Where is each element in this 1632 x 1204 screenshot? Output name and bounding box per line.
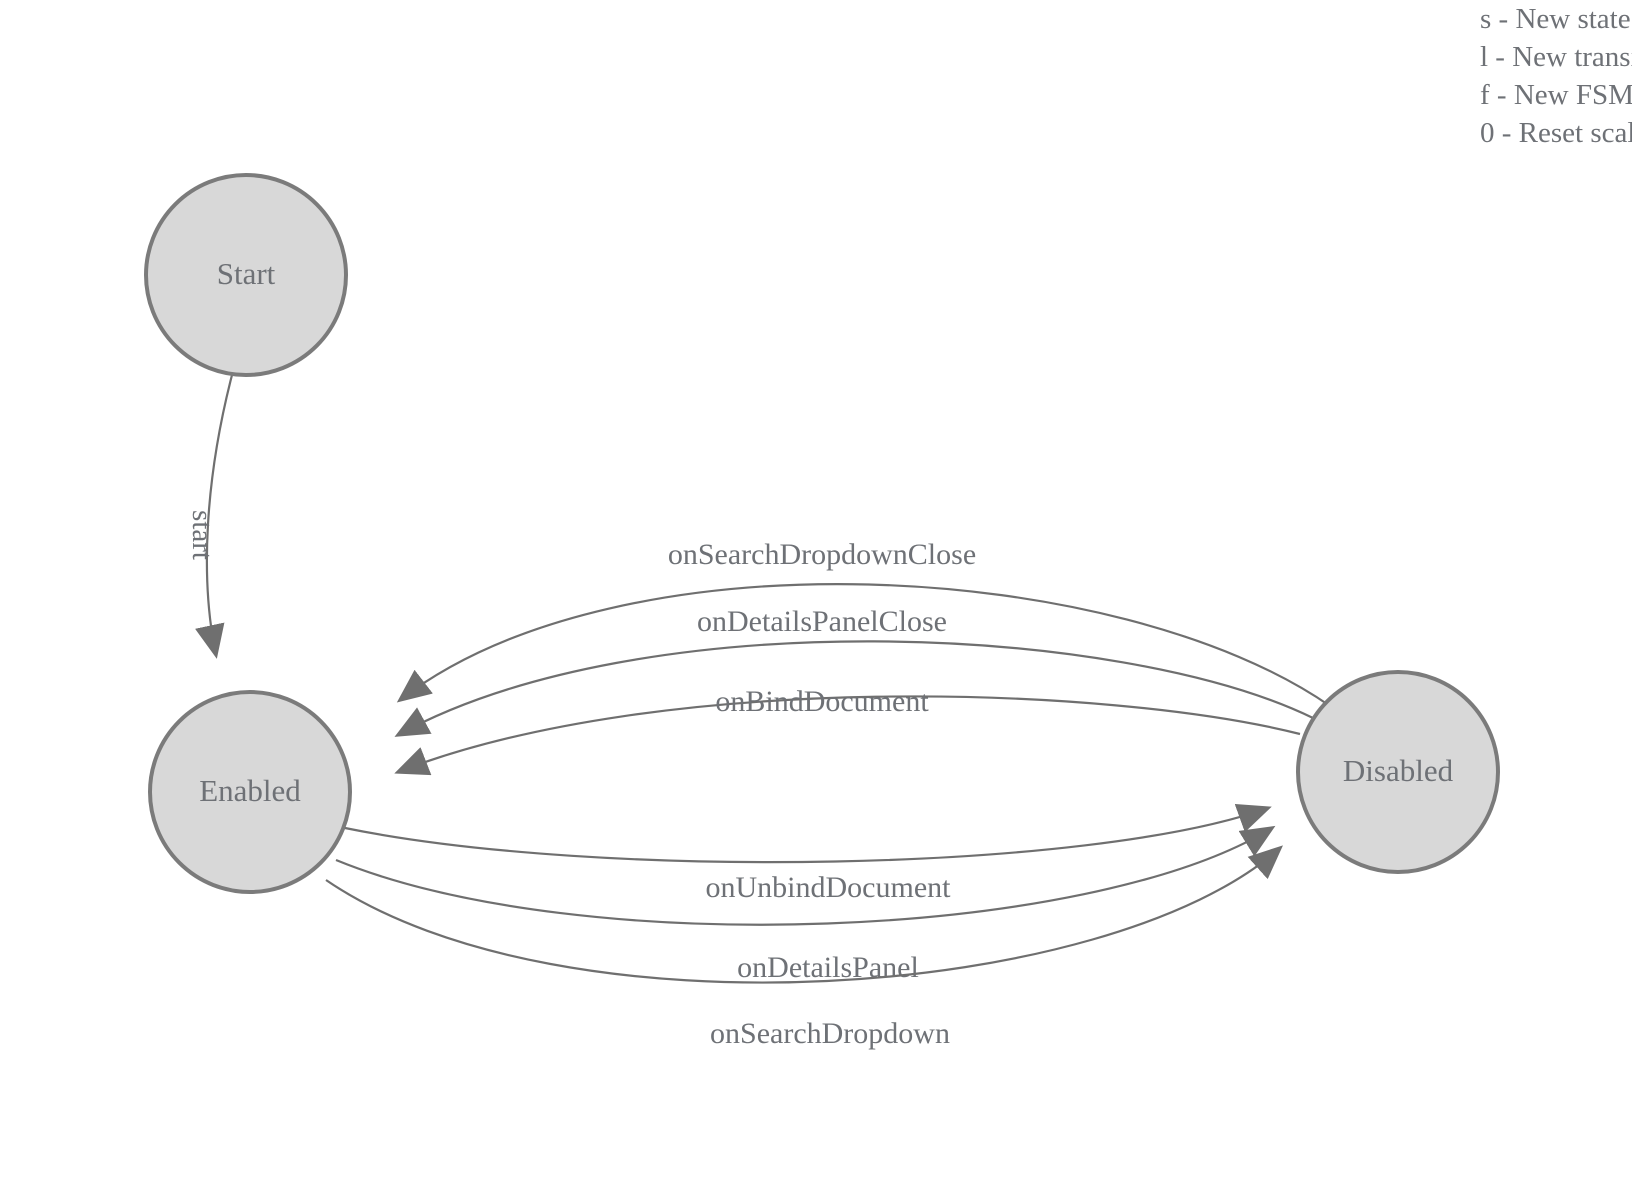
edge-on-details-panel[interactable]: onDetailsPanel [335,825,1276,984]
edge-on-details-panel-close-path [394,640,1314,737]
edge-on-details-panel-label: onDetailsPanel [737,951,919,984]
edge-start[interactable]: start [186,374,234,659]
state-node-enabled[interactable]: Enabled [148,690,352,894]
edge-on-search-dropdown-close-path [396,583,1331,707]
edge-on-details-panel-close[interactable]: onDetailsPanelClose [394,605,1314,737]
edge-on-unbind-document-path [344,804,1272,864]
state-node-enabled-label: Enabled [199,773,301,808]
edge-on-search-dropdown-close-label: onSearchDropdownClose [668,538,976,571]
edge-on-bind-document[interactable]: onBindDocument [394,685,1301,776]
edge-on-bind-document-label: onBindDocument [715,685,929,718]
edge-start-label: start [186,510,218,560]
edge-on-unbind-document[interactable]: onUnbindDocument [344,804,1272,904]
edge-on-bind-document-path [394,695,1301,776]
state-node-disabled[interactable]: Disabled [1296,670,1500,874]
edge-on-details-panel-close-label: onDetailsPanelClose [697,605,947,638]
edge-on-search-dropdown-label: onSearchDropdown [710,1017,950,1050]
state-node-start-circle[interactable] [144,173,348,377]
resize-corner-handle[interactable] [1602,1174,1632,1204]
edge-on-details-panel-path [335,825,1276,926]
edge-on-search-dropdown[interactable]: onSearchDropdown [325,845,1283,1050]
state-node-start[interactable]: Start [144,173,348,377]
edge-start-path [195,374,234,659]
edge-on-search-dropdown-close[interactable]: onSearchDropdownClose [396,538,1331,707]
edge-on-unbind-document-label: onUnbindDocument [706,871,952,904]
state-node-enabled-circle[interactable] [148,690,352,894]
state-node-start-label: Start [217,256,276,291]
state-node-disabled-circle[interactable] [1296,670,1500,874]
edge-on-search-dropdown-path [325,845,1283,984]
state-node-disabled-label: Disabled [1343,753,1454,788]
